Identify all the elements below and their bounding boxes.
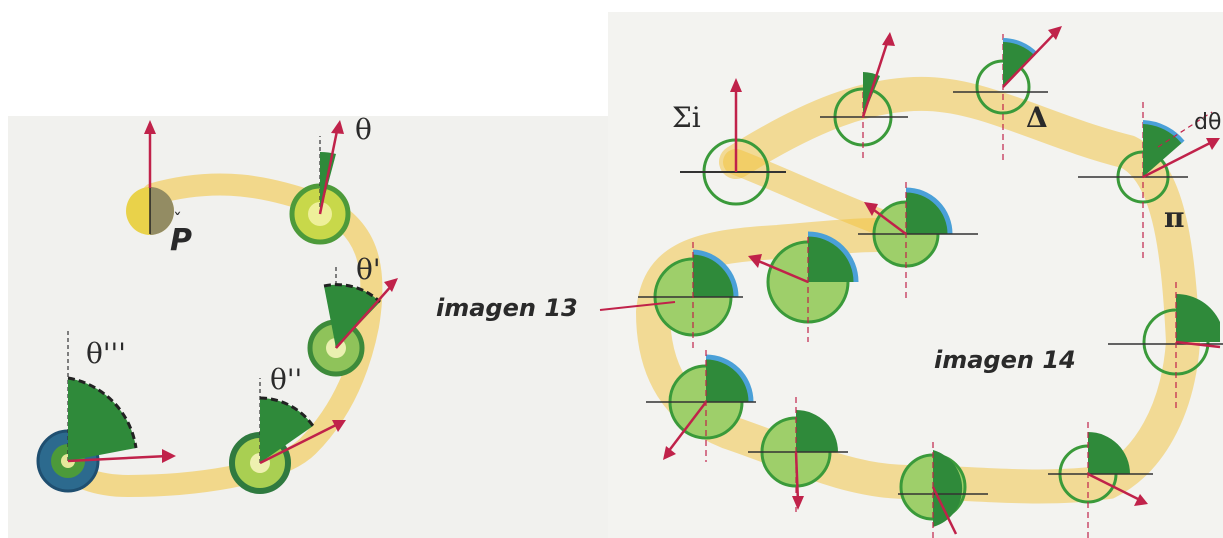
left-diagram-drawing: [8, 116, 608, 538]
label-imagen-14: imagen 14: [934, 348, 1076, 372]
right-diagram-panel: Σi Δ π dθ imagen 14: [608, 12, 1223, 538]
label-theta-double: θ'': [270, 366, 302, 394]
left-diagram-panel: P ˇ θ θ' θ'' θ''': [8, 116, 608, 538]
sphere-theta-prime: [310, 266, 398, 374]
sphere-theta: [292, 120, 348, 242]
label-theta-prime: θ': [356, 256, 381, 284]
sphere-center-upper: [858, 182, 978, 302]
label-pi: π: [1164, 204, 1185, 232]
label-p-accent: ˇ: [173, 212, 182, 230]
label-delta: Δ: [1026, 104, 1048, 132]
sphere-p: [126, 120, 174, 235]
label-sigma-i: Σi: [672, 104, 701, 132]
label-imagen-13: imagen 13: [436, 296, 578, 320]
label-theta-triple: θ''': [86, 340, 126, 368]
label-theta: θ: [355, 116, 372, 144]
label-d-theta: dθ: [1194, 112, 1221, 134]
right-diagram-drawing: [608, 12, 1223, 538]
